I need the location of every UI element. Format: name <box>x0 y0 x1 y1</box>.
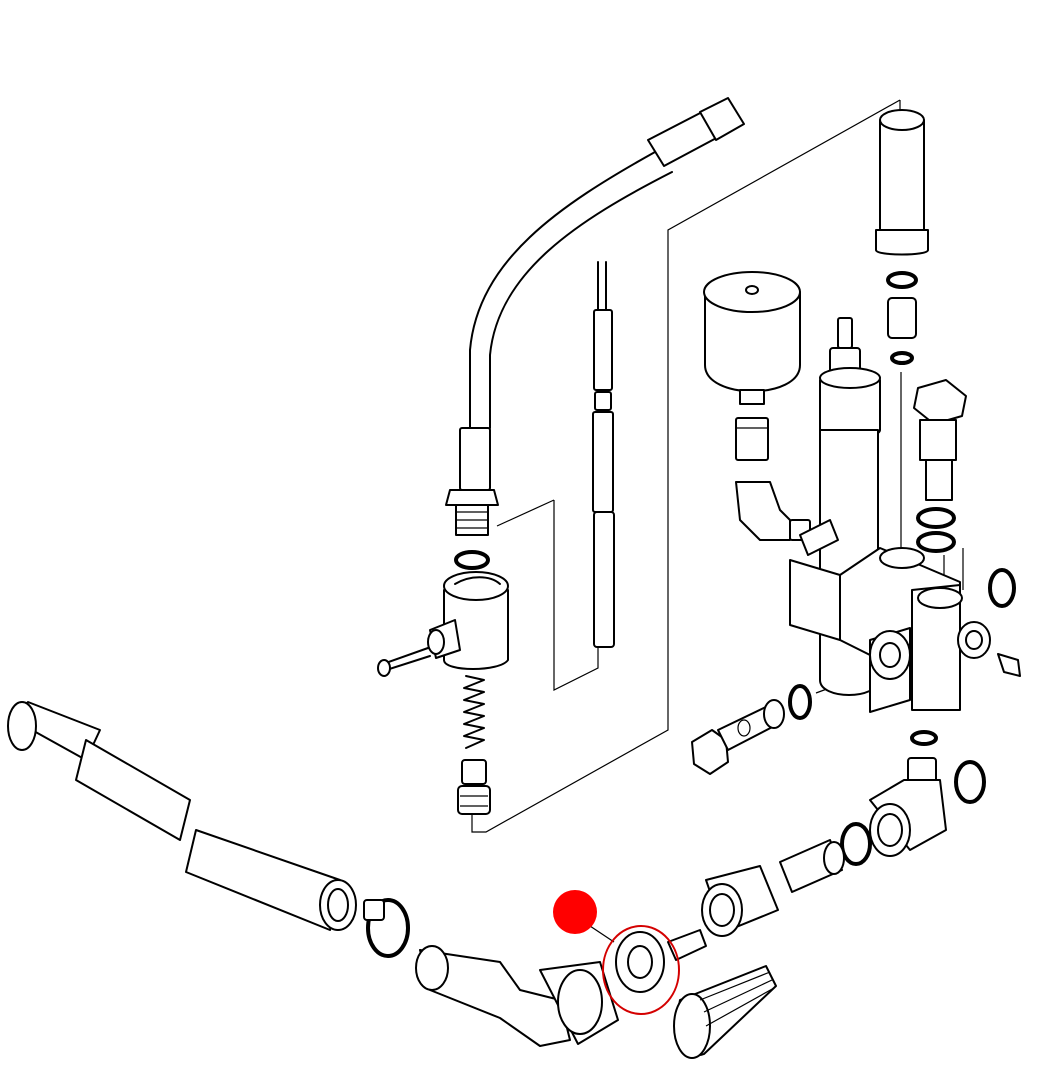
pressure-switch <box>819 317 881 439</box>
valve-plug <box>913 379 967 553</box>
side-seals <box>788 568 1021 746</box>
suction-hose <box>7 701 357 931</box>
washer-leader-line <box>589 925 615 943</box>
high-pressure-hose <box>445 97 745 536</box>
expansion-tank <box>703 271 801 461</box>
banjo-bolt <box>691 699 785 775</box>
highlight-circle <box>602 925 680 1015</box>
valve-nipple <box>457 759 491 815</box>
valve-spring <box>463 675 485 749</box>
inlet-elbow <box>869 757 986 857</box>
elbow-fitting <box>735 481 811 541</box>
inlet-strainer <box>667 929 777 1059</box>
valve-body <box>789 429 991 713</box>
check-valve-housing <box>377 550 509 677</box>
leader-lines <box>471 99 964 833</box>
hose-clamp <box>363 898 410 958</box>
highlighted-washer <box>615 931 665 993</box>
cartridge-sleeve <box>875 109 929 365</box>
threaded-union <box>701 822 872 937</box>
hose-barb-elbow <box>415 945 619 1047</box>
sensor-rod <box>592 261 615 648</box>
callout-marker <box>553 890 597 934</box>
